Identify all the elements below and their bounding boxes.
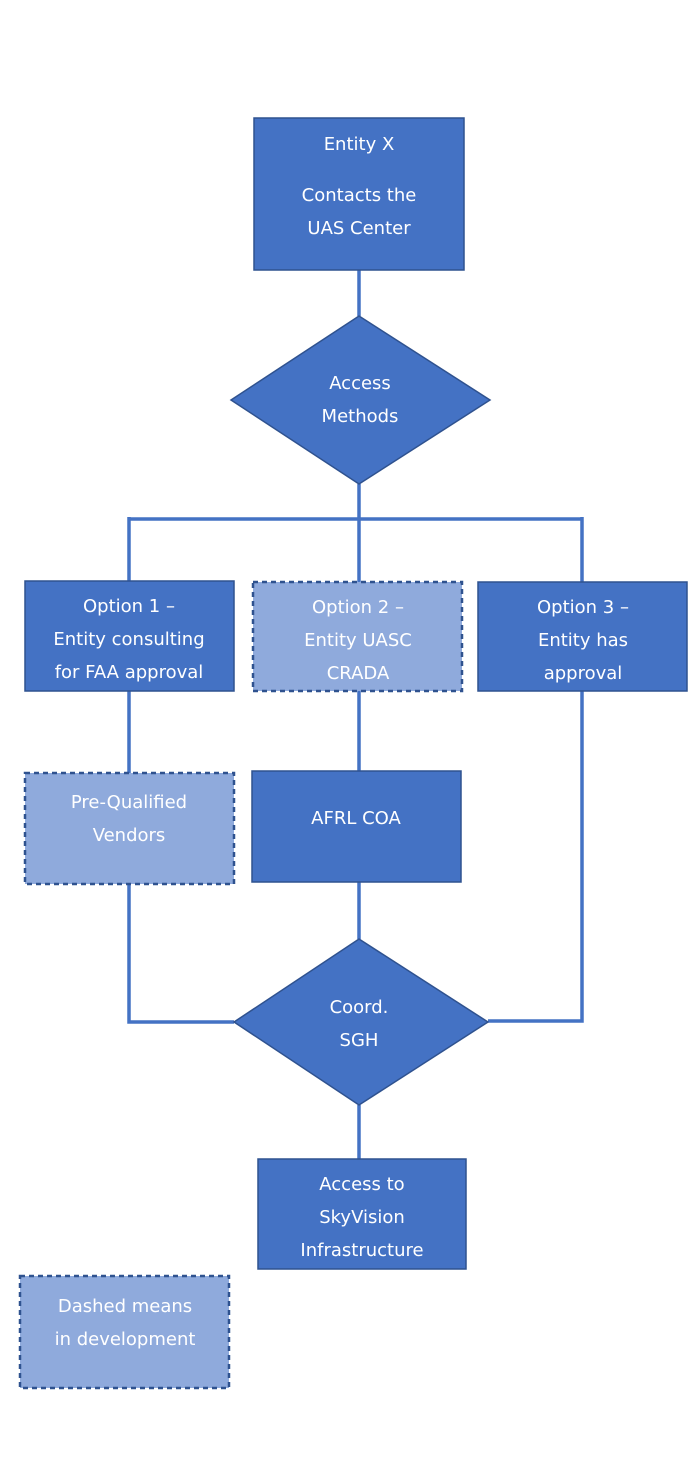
- access-methods-line-1: Access: [329, 373, 391, 394]
- entity-x-box: Entity X Contacts the UAS Center: [253, 117, 465, 271]
- access-skyvision-box: Access to SkyVision Infrastructure: [257, 1158, 467, 1270]
- afrl-coa-label: AFRL COA: [311, 808, 401, 829]
- connector-option3-to-coord: [488, 691, 584, 1023]
- access-methods-line-2: Methods: [322, 406, 399, 427]
- entity-x-line-3: Contacts the: [302, 185, 417, 206]
- pre-qualified-vendors-box: Pre-Qualified Vendors: [23, 771, 236, 886]
- option-2-box: Option 2 – Entity UASC CRADA: [251, 580, 464, 693]
- access-skyvision-line-2: SkyVision: [319, 1207, 405, 1228]
- legend-line-1: Dashed means: [58, 1296, 192, 1317]
- access-skyvision-line-1: Access to: [319, 1174, 404, 1195]
- access-skyvision-line-3: Infrastructure: [300, 1240, 423, 1261]
- coord-sgh-line-2: SGH: [340, 1030, 379, 1051]
- coord-sgh-line-1: Coord.: [330, 997, 389, 1018]
- option-2-line-3: CRADA: [327, 663, 390, 684]
- option-1-box: Option 1 – Entity consulting for FAA app…: [24, 580, 235, 692]
- connectors: [127, 270, 584, 1159]
- entity-x-line-4: UAS Center: [307, 218, 411, 239]
- vendors-line-2: Vendors: [93, 825, 166, 846]
- option-2-line-2: Entity UASC: [304, 630, 412, 651]
- legend-line-2: in development: [55, 1329, 196, 1350]
- option-1-line-3: for FAA approval: [55, 662, 204, 683]
- access-methods-diamond: Access Methods: [229, 315, 492, 485]
- option-3-line-1: Option 3 –: [537, 597, 629, 618]
- option-1-line-1: Option 1 –: [83, 596, 175, 617]
- connector-vendors-to-coord: [127, 884, 234, 1024]
- coord-sgh-diamond: Coord. SGH: [232, 938, 490, 1106]
- legend-box: Dashed means in development: [18, 1274, 231, 1390]
- option-3-line-3: approval: [544, 663, 623, 684]
- option-3-line-2: Entity has: [538, 630, 628, 651]
- option-3-box: Option 3 – Entity has approval: [477, 581, 688, 692]
- afrl-coa-box: AFRL COA: [251, 770, 462, 883]
- vendors-line-1: Pre-Qualified: [71, 792, 187, 813]
- option-2-line-1: Option 2 –: [312, 597, 404, 618]
- entity-x-line-1: Entity X: [324, 134, 395, 155]
- option-1-line-2: Entity consulting: [53, 629, 204, 650]
